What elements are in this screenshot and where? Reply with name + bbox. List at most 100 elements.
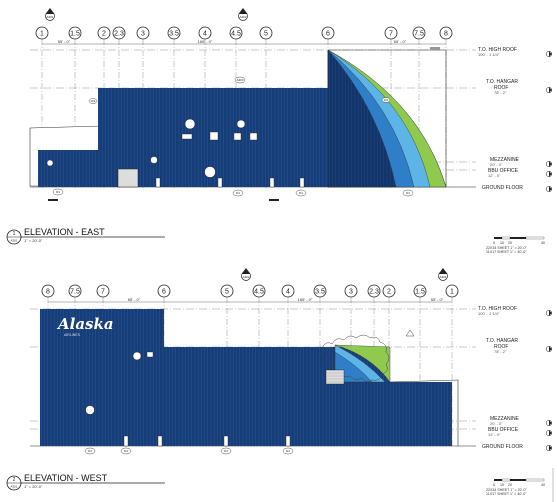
revision-delta-icon [405, 329, 415, 337]
svg-text:5: 5 [225, 289, 229, 296]
svg-text:D1: D1 [406, 191, 410, 195]
svg-text:0: 0 [493, 241, 495, 245]
svg-text:20: 20 [508, 241, 512, 245]
svg-text:D1: D1 [236, 191, 240, 195]
svg-text:W2: W2 [384, 98, 389, 102]
west-openings [85, 351, 345, 447]
svg-text:A301: A301 [46, 15, 53, 19]
svg-text:8: 8 [444, 31, 448, 38]
svg-text:1.5: 1.5 [70, 31, 80, 38]
svg-text:11X17 SHEET 1" = 40'-0": 11X17 SHEET 1" = 40'-0" [486, 250, 527, 254]
curved-roof-cladding [327, 49, 397, 188]
level-label: BBU OFFICE [488, 168, 519, 174]
svg-text:20' - 0": 20' - 0" [490, 421, 503, 426]
svg-text:10: 10 [500, 483, 504, 487]
svg-text:A301: A301 [10, 485, 17, 489]
svg-text:1.5: 1.5 [415, 289, 425, 296]
section-marker[interactable]: A302 [241, 268, 251, 281]
svg-text:1: 1 [450, 289, 454, 296]
svg-text:40: 40 [541, 483, 545, 487]
svg-text:165' - 0": 165' - 0" [198, 39, 213, 44]
curved-glazing-green [334, 344, 391, 383]
svg-text:100' - 1 1/4": 100' - 1 1/4" [478, 311, 500, 316]
svg-text:7: 7 [101, 289, 105, 296]
svg-text:2: 2 [387, 289, 391, 296]
svg-text:55' - 0": 55' - 0" [431, 297, 444, 302]
svg-text:D1: D1 [286, 449, 290, 453]
svg-text:65' - 0": 65' - 0" [128, 297, 141, 302]
level-label: T.O. HANGAR [486, 338, 518, 344]
svg-text:4: 4 [286, 289, 290, 296]
svg-text:65' - 0": 65' - 0" [394, 39, 407, 44]
svg-text:3: 3 [141, 31, 145, 38]
east-scale-bar: 0 10 20 40 22X34 SHEET 1" = 20'-0" 11X17… [486, 236, 545, 254]
svg-text:20' - 0": 20' - 0" [490, 162, 503, 167]
svg-text:4.5: 4.5 [231, 31, 241, 38]
grid-bubble[interactable]: 4.5 [229, 26, 243, 190]
svg-text:D1: D1 [224, 449, 228, 453]
svg-text:1: 1 [13, 231, 16, 237]
svg-text:5: 5 [264, 31, 268, 38]
svg-text:8: 8 [46, 289, 50, 296]
east-tags: W1 W2 A303 D1 D1 D1 D1 [48, 76, 414, 201]
svg-text:D1: D1 [124, 449, 128, 453]
svg-text:78' - 2": 78' - 2" [494, 349, 507, 354]
svg-text:A302: A302 [242, 275, 249, 279]
roof-equipment [430, 47, 440, 50]
svg-text:A303: A303 [236, 78, 243, 82]
svg-text:A301: A301 [10, 239, 17, 243]
svg-text:7: 7 [389, 31, 393, 38]
level-label: GROUND FLOOR [482, 444, 523, 450]
svg-text:ROOF: ROOF [494, 85, 508, 91]
svg-text:D1: D1 [56, 190, 60, 194]
svg-text:1: 1 [40, 31, 44, 38]
svg-text:2.3: 2.3 [114, 31, 124, 38]
west-tags: D1 D1 D1 D1 [84, 447, 294, 455]
svg-text:6: 6 [326, 31, 330, 38]
svg-text:D1: D1 [88, 449, 92, 453]
curved-glazing-blue [334, 351, 373, 383]
section-marker[interactable]: A301 [45, 8, 55, 21]
grid-bubble[interactable]: 4 [198, 26, 212, 190]
svg-text:20: 20 [508, 483, 512, 487]
low-wing-cladding [390, 382, 452, 446]
svg-text:2: 2 [13, 477, 16, 483]
svg-text:165' - 0": 165' - 0" [298, 297, 313, 302]
svg-text:10: 10 [500, 241, 504, 245]
svg-text:3.5: 3.5 [315, 289, 325, 296]
svg-text:11X17 SHEET 1" = 40'-0": 11X17 SHEET 1" = 40'-0" [486, 492, 527, 496]
svg-text:D1: D1 [299, 191, 303, 195]
high-block-cladding [40, 309, 164, 446]
west-level-labels: T.O. HIGH ROOF 100' - 1 1/4" T.O. HANGAR… [478, 306, 553, 452]
svg-text:12' - 0": 12' - 0" [488, 432, 501, 437]
svg-text:1" = 20'-0": 1" = 20'-0" [24, 238, 43, 243]
svg-text:2: 2 [102, 31, 106, 38]
svg-text:A301: A301 [439, 275, 446, 279]
svg-text:7.5: 7.5 [414, 31, 424, 38]
west-scale-bar: 0 10 20 40 22X34 SHEET 1" = 20'-0" 11X17… [486, 478, 545, 496]
level-label: MEZZANINE [490, 416, 520, 422]
svg-text:78' - 2": 78' - 2" [494, 90, 507, 95]
svg-text:7.5: 7.5 [70, 289, 80, 296]
low-wing-cladding [38, 150, 102, 187]
east-grid-lines: 1 1.5 2 2.3 3 3.5 4 4.5 5 6 7 7.5 8 [35, 26, 453, 190]
west-dimensions: 65' - 0" 165' - 0" 55' - 0" [48, 297, 452, 303]
svg-text:4: 4 [203, 31, 207, 38]
west-title-block: 2 A301 ELEVATION - WEST 1" = 20'-0" [6, 473, 165, 491]
svg-text:6: 6 [162, 289, 166, 296]
svg-text:AIRLINES: AIRLINES [64, 333, 81, 337]
level-label: T.O. HANGAR [486, 79, 518, 85]
svg-text:ROOF: ROOF [494, 344, 508, 350]
west-elevation: 8 7.5 7 6 5 4.5 4 3.5 3 2.3 2 1.5 1 A302… [6, 268, 553, 496]
svg-text:12' - 0": 12' - 0" [488, 173, 501, 178]
east-title-block: 1 A301 ELEVATION - EAST 1" = 20'-0" [6, 227, 165, 245]
east-elevation: 1 1.5 2 2.3 3 3.5 4 4.5 5 6 7 7.5 8 A301… [6, 8, 553, 254]
level-label: T.O. HIGH ROOF [478, 306, 517, 312]
svg-text:0: 0 [493, 483, 495, 487]
elevation-title: ELEVATION - EAST [24, 227, 105, 237]
svg-text:40: 40 [541, 241, 545, 245]
section-marker[interactable]: A302 [238, 8, 248, 21]
svg-text:22X34 SHEET 1" = 20'-0": 22X34 SHEET 1" = 20'-0" [486, 488, 528, 492]
section-marker[interactable]: A301 [438, 268, 448, 281]
